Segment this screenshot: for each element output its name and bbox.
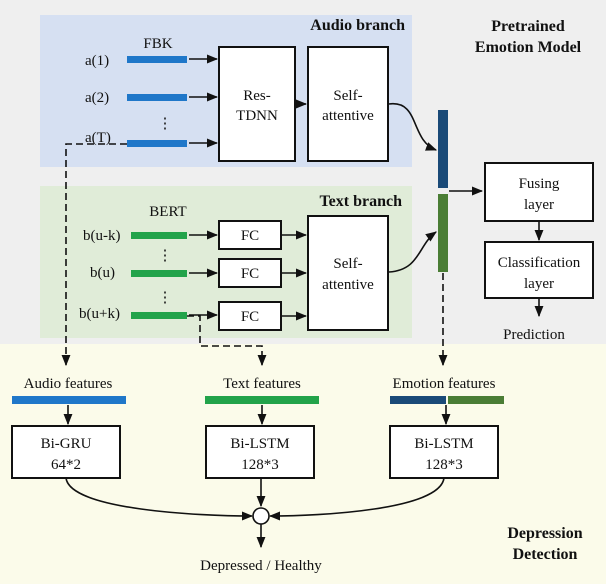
text-feature-dashed-arrow xyxy=(187,315,267,367)
text-branch-title: Text branch xyxy=(319,193,402,210)
text-vdots-2: ⋮ xyxy=(158,290,173,306)
text-bi-lstm-label-2: 128*3 xyxy=(241,457,279,473)
audio-frame-bar-t xyxy=(127,140,187,147)
res-tdnn-label-1: Res- xyxy=(243,88,271,104)
text-vdots-1: ⋮ xyxy=(158,248,173,264)
text-utterance-bar-3 xyxy=(131,312,187,319)
text-utterance-bar-1 xyxy=(131,232,187,239)
emotion-lstm-to-fusion-arrow xyxy=(268,477,445,521)
audio-input-1: a(1) xyxy=(85,53,109,69)
bi-gru-label-2: 64*2 xyxy=(51,457,81,473)
audio-attn-to-embedding-arrow xyxy=(388,103,438,151)
text-input-u-plus-k: b(u+k) xyxy=(79,306,120,322)
emotion-features-bar-audio xyxy=(390,396,446,404)
text-self-attentive-box xyxy=(307,215,389,331)
fbk-label: FBK xyxy=(143,36,172,52)
classification-label-1: Classification xyxy=(498,255,581,271)
emotion-features-bar-text xyxy=(448,396,504,404)
text-input-u-minus-k: b(u-k) xyxy=(83,228,121,244)
audio-branch-title: Audio branch xyxy=(310,17,405,34)
fc-label-1: FC xyxy=(241,228,259,244)
bi-gru-box xyxy=(11,425,121,479)
pretrained-title-line1: Pretrained xyxy=(491,18,565,35)
emotion-bi-lstm-label-2: 128*3 xyxy=(425,457,463,473)
fc-box-3 xyxy=(218,301,282,331)
fusion-node xyxy=(252,507,270,525)
classification-layer-box xyxy=(484,241,594,299)
audio-features-bar xyxy=(12,396,126,404)
classification-label-2: layer xyxy=(524,276,554,292)
audio-vdots: ⋮ xyxy=(158,116,173,132)
text-bi-lstm-label-1: Bi-LSTM xyxy=(230,436,289,452)
audio-input-t: a(T) xyxy=(85,130,111,146)
text-emotion-embedding xyxy=(438,194,448,272)
text-attn-label-2: attentive xyxy=(322,277,374,293)
audio-attn-label-2: attentive xyxy=(322,108,374,124)
fusing-label-2: layer xyxy=(524,197,554,213)
text-features-bar xyxy=(205,396,319,404)
fc-box-2 xyxy=(218,258,282,288)
fc-label-3: FC xyxy=(241,309,259,325)
audio-feature-dashed-arrow xyxy=(61,143,127,367)
fusing-layer-box xyxy=(484,162,594,222)
audio-features-label: Audio features xyxy=(24,376,113,392)
text-attn-to-embedding-arrow xyxy=(388,231,437,273)
res-tdnn-label-2: TDNN xyxy=(236,108,278,124)
bi-gru-label-1: Bi-GRU xyxy=(41,436,92,452)
res-tdnn-box xyxy=(218,46,296,162)
detection-title-line1: Depression xyxy=(507,525,582,542)
text-input-u: b(u) xyxy=(90,265,115,281)
pretrained-title-line2: Emotion Model xyxy=(475,39,582,56)
fc-label-2: FC xyxy=(241,266,259,282)
emotion-features-label: Emotion features xyxy=(393,376,496,392)
text-features-label: Text features xyxy=(223,376,301,392)
audio-emotion-embedding xyxy=(438,110,448,188)
bert-label: BERT xyxy=(149,204,186,220)
audio-input-2: a(2) xyxy=(85,90,109,106)
audio-frame-bar-2 xyxy=(127,94,187,101)
fusing-label-1: Fusing xyxy=(519,176,560,192)
prediction-label: Prediction xyxy=(503,327,565,343)
text-attn-label-1: Self- xyxy=(333,256,362,272)
fc-box-1 xyxy=(218,220,282,250)
text-utterance-bar-2 xyxy=(131,270,187,277)
detection-title-line2: Detection xyxy=(513,546,578,563)
audio-self-attentive-box xyxy=(307,46,389,162)
emotion-bi-lstm-label-1: Bi-LSTM xyxy=(414,436,473,452)
audio-frame-bar-1 xyxy=(127,56,187,63)
bi-gru-to-fusion-arrow xyxy=(65,477,254,521)
audio-attn-label-1: Self- xyxy=(333,88,362,104)
output-label: Depressed / Healthy xyxy=(200,558,322,574)
emotion-bi-lstm-box xyxy=(389,425,499,479)
text-bi-lstm-box xyxy=(205,425,315,479)
